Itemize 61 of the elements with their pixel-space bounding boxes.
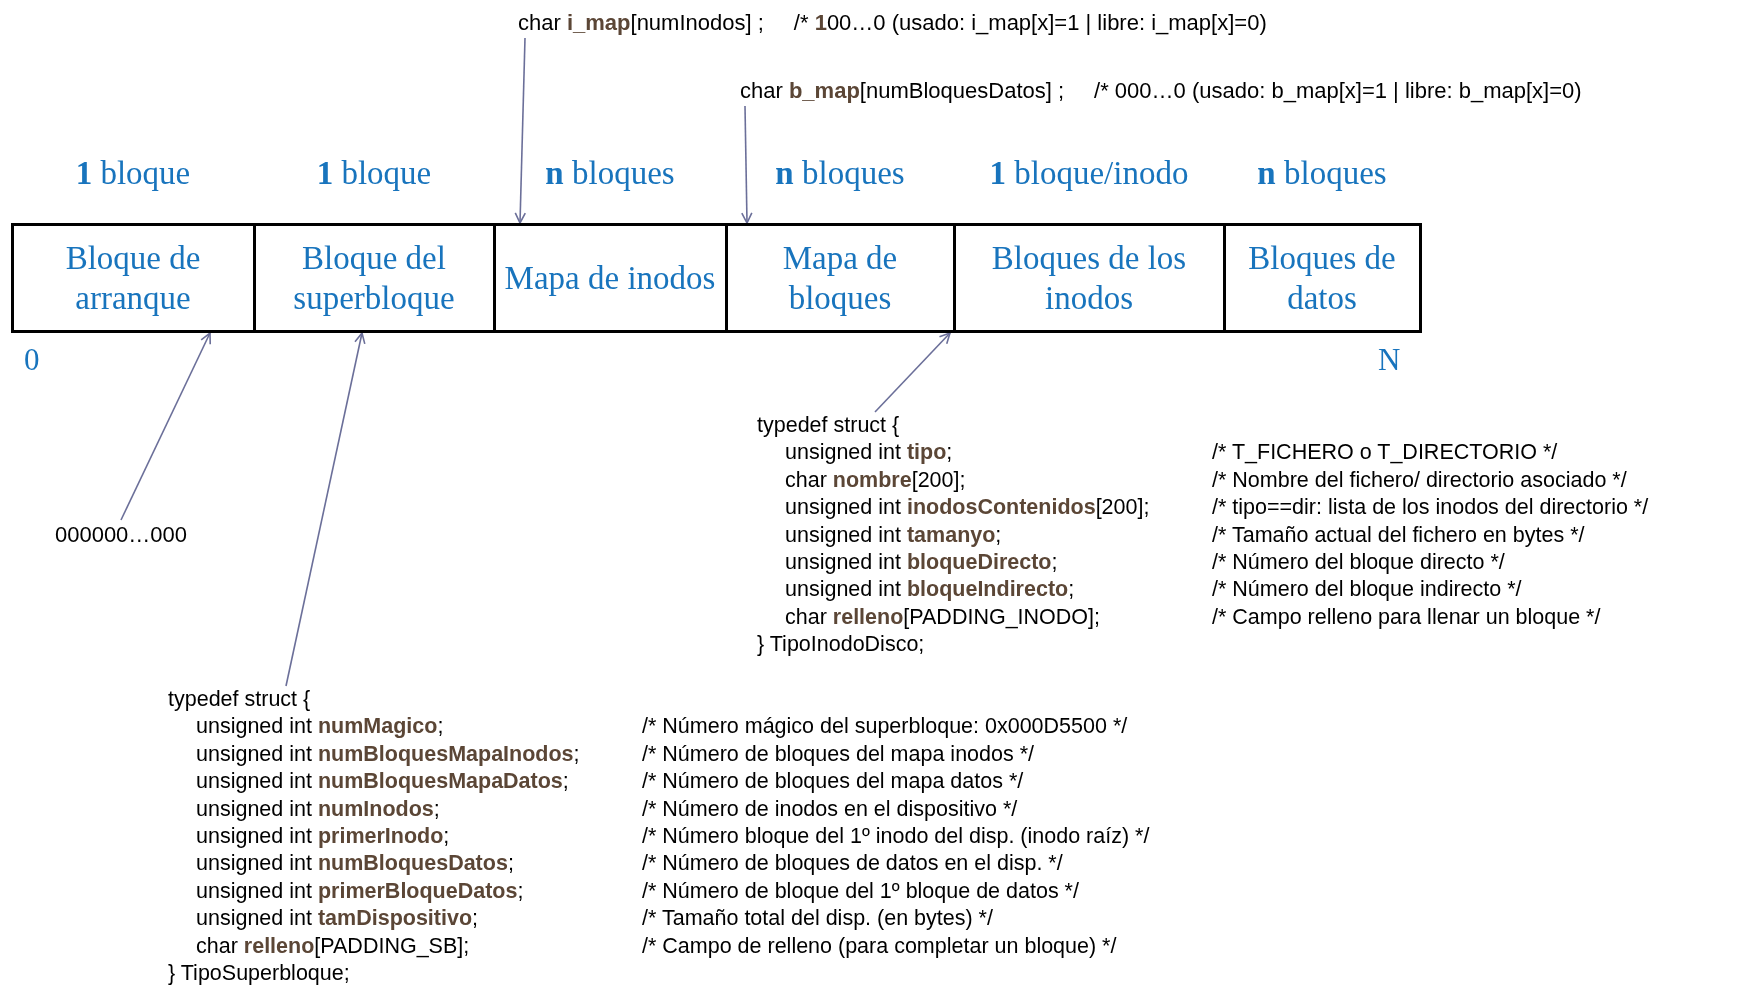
code-comment: /* Campo relleno para llenar un bloque */: [1212, 603, 1601, 631]
region-label: Bloques de datos: [1247, 239, 1397, 318]
region-label: Mapa de inodos: [504, 259, 716, 298]
code-comment: /* 000…0 (usado: b_map[x]=1 | libre: b_map[x]=0): [1094, 77, 1582, 105]
struct-field: unsigned int numBloquesMapaDatos;: [196, 769, 569, 794]
code-comment: /* Número del bloque indirecto */: [1212, 576, 1522, 604]
struct-field: unsigned int numInodos;: [196, 796, 440, 821]
code-line: typedef struct {: [757, 413, 900, 437]
code-declaration: char b_map[numBloquesDatos] ;: [740, 77, 1065, 105]
code-comment: /* T_FICHERO o T_DIRECTORIO */: [1212, 439, 1558, 467]
code-comment: /* Número de bloques de datos en el disp. */: [642, 850, 1063, 878]
struct-field: char relleno[PADDING_SB];: [196, 933, 470, 958]
struct-field: unsigned int bloqueDirecto;: [785, 550, 1058, 575]
struct-field: unsigned int numMagico;: [196, 714, 444, 739]
code-comment: /* Campo de relleno (para completar un bloque) */: [642, 932, 1117, 960]
struct-field: unsigned int tamDispositivo;: [196, 906, 479, 931]
struct-field: unsigned int bloqueIndirecto;: [785, 577, 1075, 602]
struct-field: char relleno[PADDING_INODO];: [785, 604, 1101, 629]
region-label: Mapa de bloques: [781, 239, 899, 318]
struct-field: char nombre[200];: [785, 467, 966, 492]
block-count: 1 bloque: [316, 154, 432, 193]
block-count: 1 bloque/inodo: [989, 154, 1189, 193]
region-label: Bloque del superbloque: [292, 239, 456, 318]
offset-label: 0: [24, 341, 40, 379]
code-comment: /* Número del bloque directo */: [1212, 549, 1505, 577]
block-count: n bloques: [775, 154, 905, 193]
code-line: typedef struct {: [168, 687, 311, 711]
region-label: Bloques de los inodos: [990, 239, 1188, 318]
block-count: n bloques: [1257, 154, 1387, 193]
code-comment: /* 100…0 (usado: i_map[x]=1 | libre: i_map[x]=0): [793, 9, 1267, 37]
struct-field: unsigned int tamanyo;: [785, 522, 1002, 547]
struct-field: unsigned int primerInodo;: [196, 824, 450, 849]
arrow: [874, 332, 951, 413]
code-comment: /* Nombre del fichero/ directorio asociado */: [1212, 466, 1627, 494]
code-comment: /* Tamaño total del disp. (en bytes) */: [642, 905, 993, 933]
struct-field: unsigned int tipo;: [785, 440, 953, 465]
code-line: } TipoInodoDisco;: [757, 632, 925, 657]
block-count: 1 bloque: [75, 154, 191, 193]
arrow: [514, 37, 527, 224]
code-comment: /* Número mágico del superbloque: 0x000D5500 */: [642, 713, 1128, 741]
struct-field: unsigned int numBloquesMapaInodos;: [196, 741, 580, 766]
struct-field: unsigned int inodosContenidos[200];: [785, 495, 1150, 520]
code-comment: /* Número de bloque del 1º bloque de datos */: [642, 877, 1079, 905]
code-comment: /* Número bloque del 1º inodo del disp. (inodo raíz) */: [642, 823, 1150, 851]
code-comment: /* Número de bloques del mapa inodos */: [642, 740, 1035, 768]
code-line: } TipoSuperbloque;: [168, 961, 350, 986]
code-comment: /* Número de inodos en el dispositivo */: [642, 795, 1018, 823]
bitmap-value: 000000…000: [54, 522, 188, 547]
code-comment: /* Número de bloques del mapa datos */: [642, 768, 1024, 796]
region-label: Bloque de arranque: [64, 239, 202, 318]
code-comment: /* Tamaño actual del fichero en bytes */: [1212, 521, 1585, 549]
arrow: [741, 105, 753, 224]
arrow: [285, 332, 366, 687]
struct-field: unsigned int primerBloqueDatos;: [196, 878, 524, 903]
arrow: [120, 332, 211, 521]
code-comment: /* tipo==dir: lista de los inodos del directorio */: [1212, 494, 1649, 522]
struct-field: unsigned int numBloquesDatos;: [196, 851, 514, 876]
offset-label: N: [1378, 341, 1401, 379]
disk-region-box: [10, 223, 256, 333]
block-count: n bloques: [545, 154, 675, 193]
code-declaration: char i_map[numInodos] ;: [518, 9, 764, 37]
